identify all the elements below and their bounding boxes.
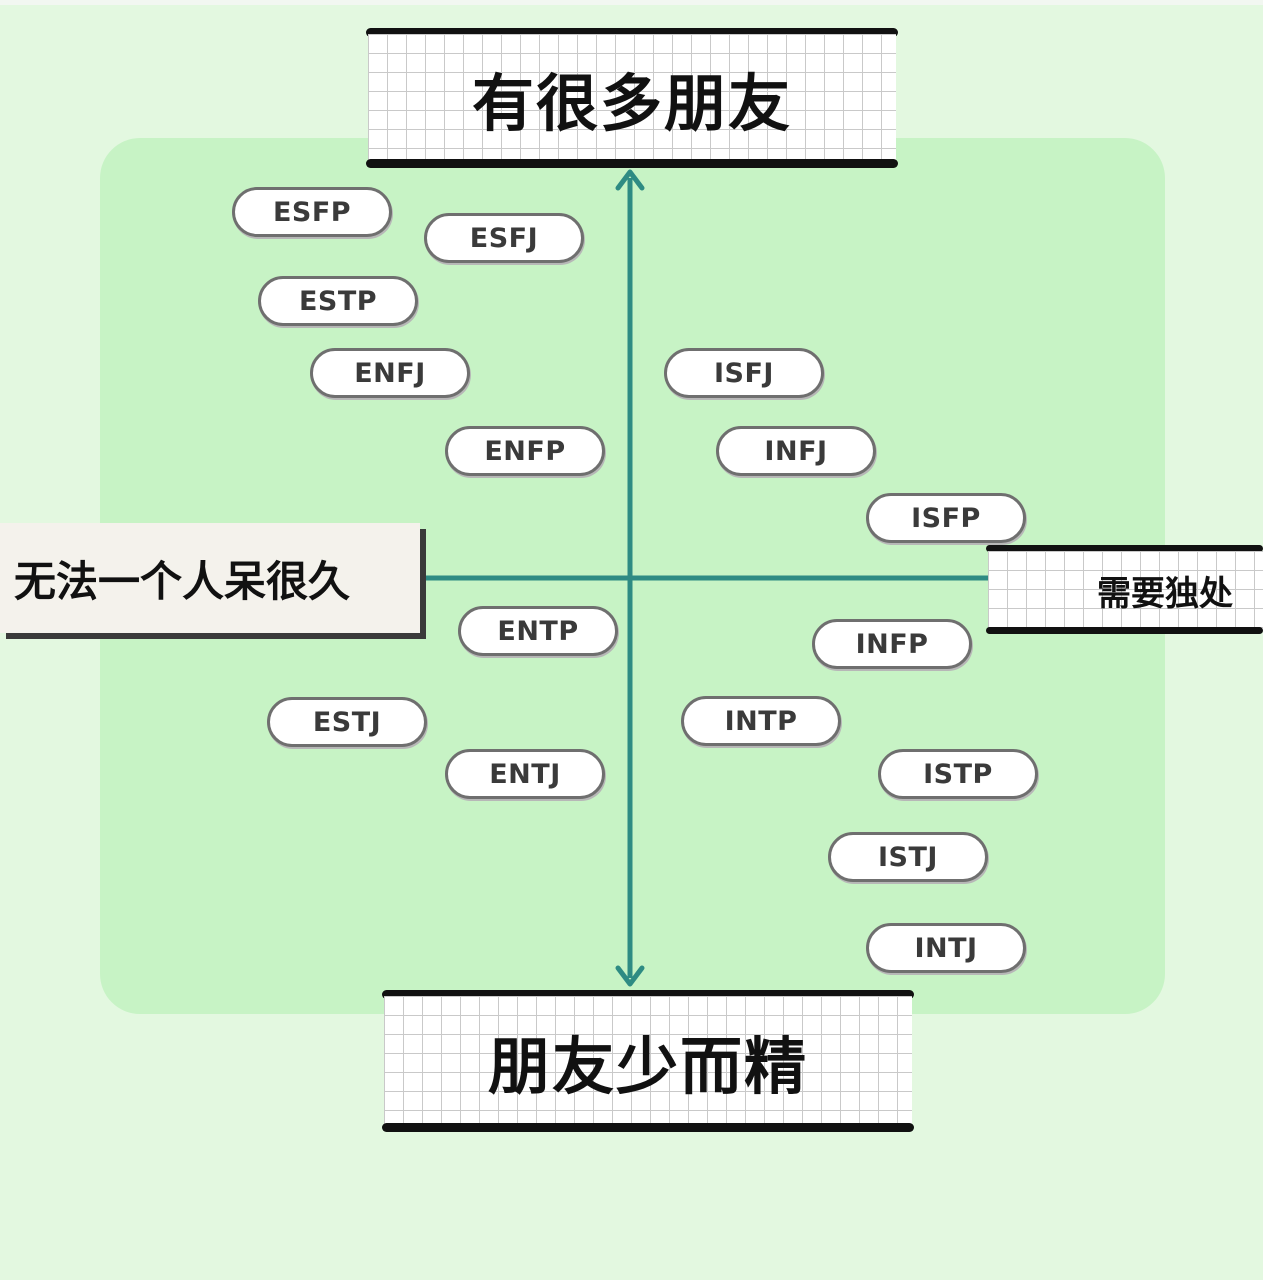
type-pill-intp: INTP	[681, 696, 841, 746]
top-axis-label: 有很多朋友	[368, 34, 896, 162]
type-pill-entp: ENTP	[458, 606, 618, 656]
left-axis-label: 无法一个人呆很久	[0, 523, 420, 633]
top-edge-strip	[0, 0, 1263, 5]
top-label-rule-lower	[366, 159, 898, 168]
type-pill-intj: INTJ	[866, 923, 1026, 973]
type-pill-infp: INFP	[812, 619, 972, 669]
right-label-rule-upper	[986, 545, 1263, 552]
bottom-axis-label: 朋友少而精	[384, 996, 912, 1126]
axis-arrow-down-icon	[615, 965, 645, 987]
type-pill-esfp: ESFP	[232, 187, 392, 237]
right-label-rule-lower	[986, 627, 1263, 634]
bottom-label-rule-upper	[382, 990, 914, 999]
type-pill-esfj: ESFJ	[424, 213, 584, 263]
type-pill-estp: ESTP	[258, 276, 418, 326]
type-pill-estj: ESTJ	[267, 697, 427, 747]
type-pill-isfj: ISFJ	[664, 348, 824, 398]
right-axis-label: 需要独处	[988, 551, 1263, 630]
bottom-label-rule-lower	[382, 1123, 914, 1132]
type-pill-enfp: ENFP	[445, 426, 605, 476]
type-pill-infj: INFJ	[716, 426, 876, 476]
type-pill-istj: ISTJ	[828, 832, 988, 882]
top-label-rule-upper	[366, 28, 898, 37]
type-pill-enfj: ENFJ	[310, 348, 470, 398]
axis-arrow-up-icon	[615, 169, 645, 191]
type-pill-istp: ISTP	[878, 749, 1038, 799]
type-pill-isfp: ISFP	[866, 493, 1026, 543]
type-pill-entj: ENTJ	[445, 749, 605, 799]
